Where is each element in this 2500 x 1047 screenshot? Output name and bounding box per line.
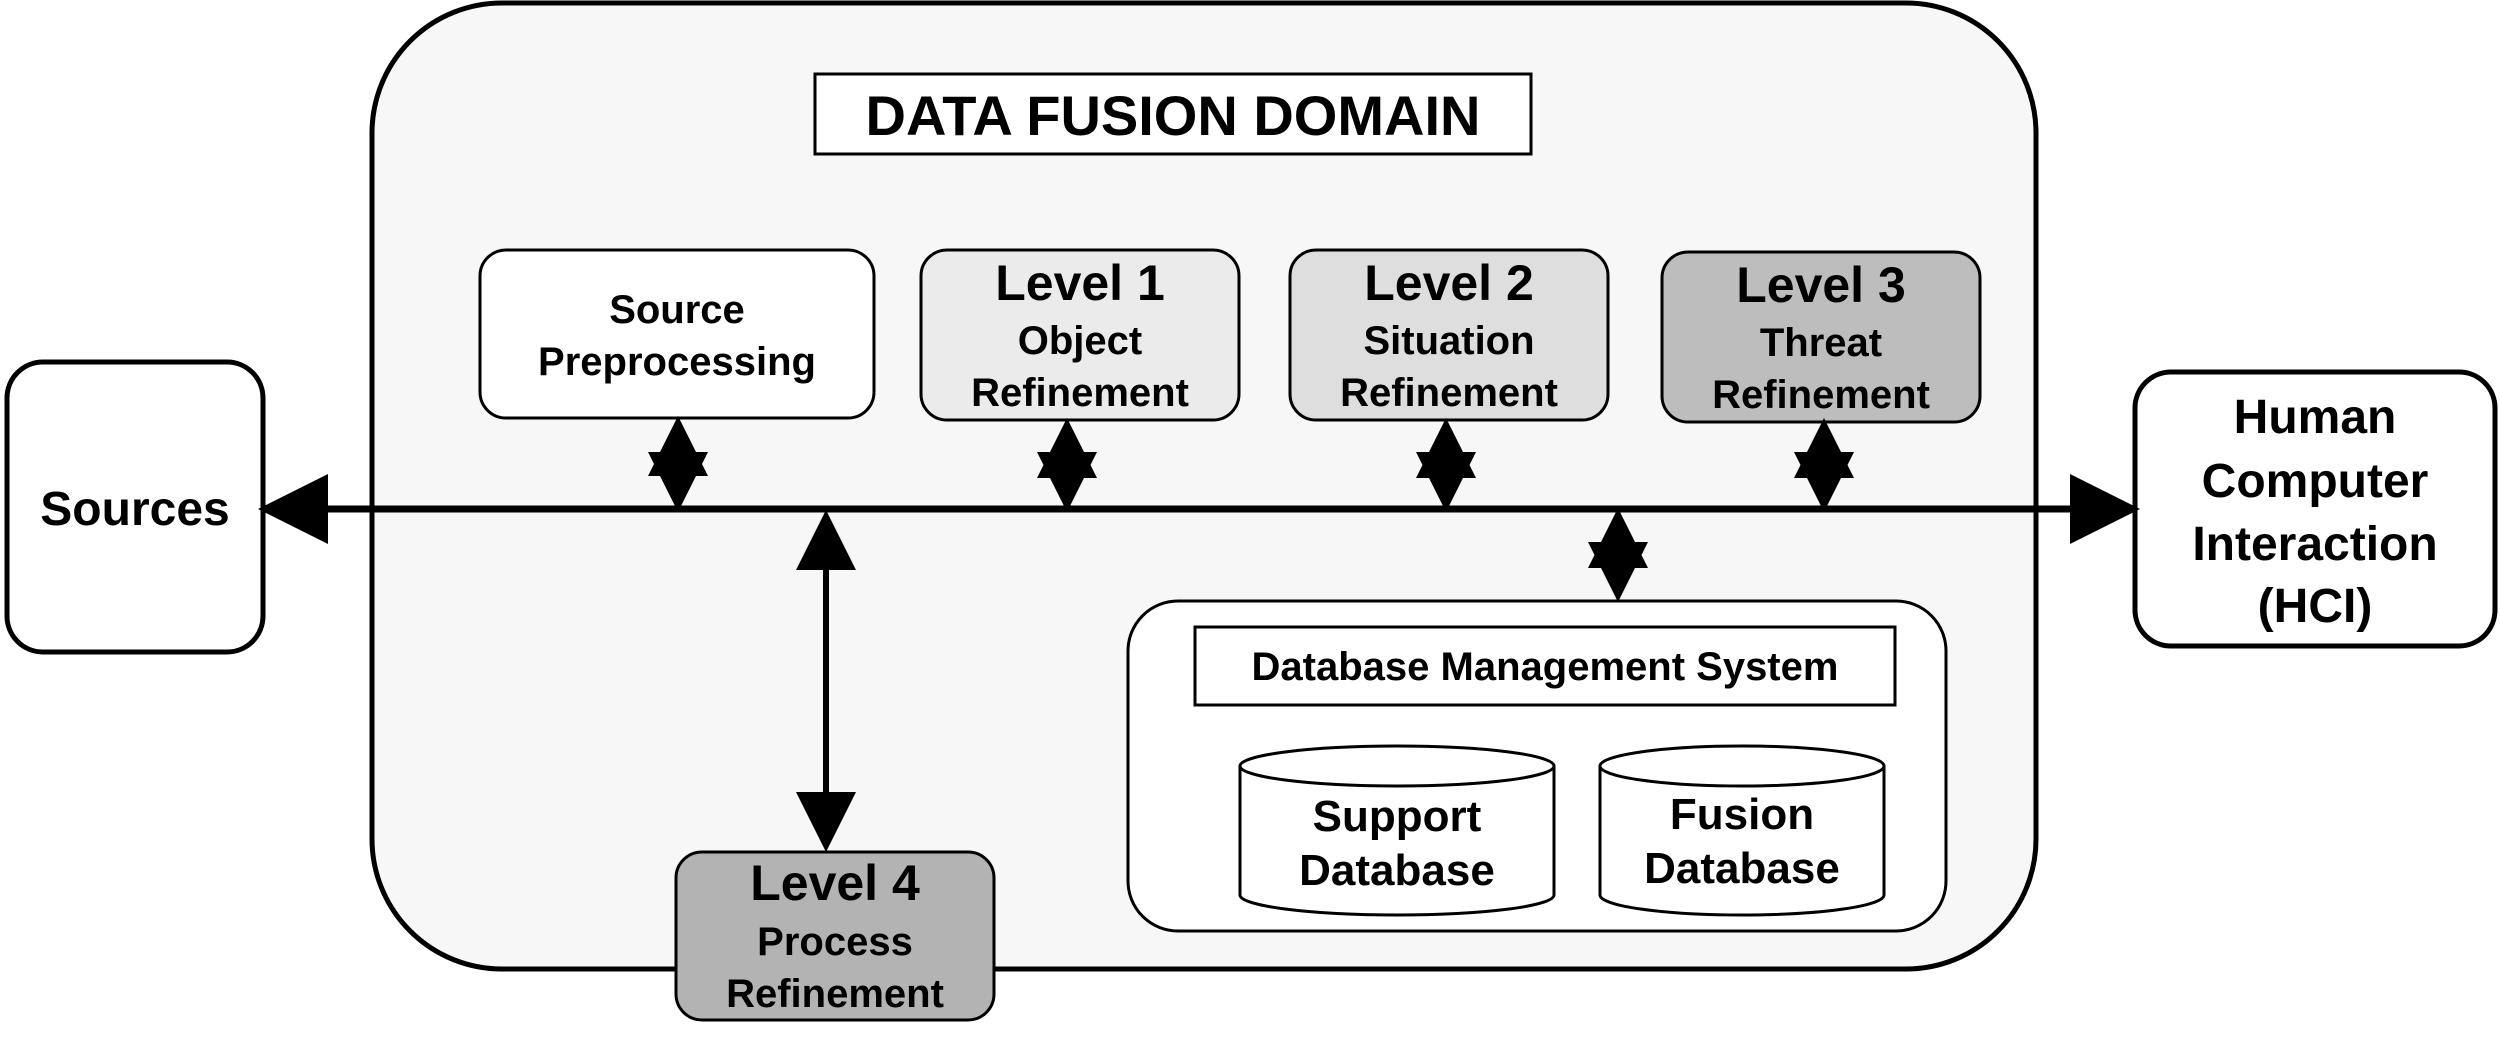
level4-box bbox=[674, 850, 996, 1022]
dbms-title: Database Management System bbox=[1252, 645, 1839, 689]
hci-line-4: (HCI) bbox=[2258, 580, 2373, 633]
support-database-line-1: Support bbox=[1313, 792, 1482, 841]
dbms-title-box bbox=[1193, 625, 1897, 707]
level2-line-2: Refinement bbox=[1340, 371, 1558, 415]
level4-line-1: Process bbox=[757, 920, 913, 964]
hci-line-3: Interaction bbox=[2192, 518, 2437, 571]
source-preprocessing-box bbox=[478, 248, 876, 420]
domain-title: DATA FUSION DOMAIN bbox=[866, 84, 1481, 147]
level3-head: Level 3 bbox=[1736, 257, 1906, 313]
fusion-database-cylinder bbox=[1598, 744, 1886, 917]
domain-title-box bbox=[813, 72, 1533, 156]
fusion-database-line-1: Fusion bbox=[1670, 790, 1814, 839]
support-database-line-2: Database bbox=[1299, 846, 1495, 895]
hci-line-2: Computer bbox=[2202, 455, 2429, 508]
level4-head: Level 4 bbox=[750, 855, 920, 911]
level1-line-1: Object bbox=[1018, 319, 1142, 363]
level4-line-2: Refinement bbox=[726, 972, 944, 1016]
sources-label: Sources bbox=[40, 483, 229, 536]
support-database-cylinder bbox=[1238, 744, 1556, 917]
level3-line-1: Threat bbox=[1760, 321, 1882, 365]
level1-line-2: Refinement bbox=[971, 371, 1189, 415]
fusion-database-line-2: Database bbox=[1644, 844, 1840, 893]
level1-head: Level 1 bbox=[995, 255, 1165, 311]
level2-line-1: Situation bbox=[1363, 319, 1534, 363]
level3-line-2: Refinement bbox=[1712, 373, 1930, 417]
hci-line-1: Human bbox=[2234, 391, 2397, 444]
source-preprocessing-line-2: Preprocessing bbox=[538, 340, 816, 384]
level2-head: Level 2 bbox=[1364, 255, 1534, 311]
source-preprocessing-line-1: Source bbox=[609, 288, 745, 332]
